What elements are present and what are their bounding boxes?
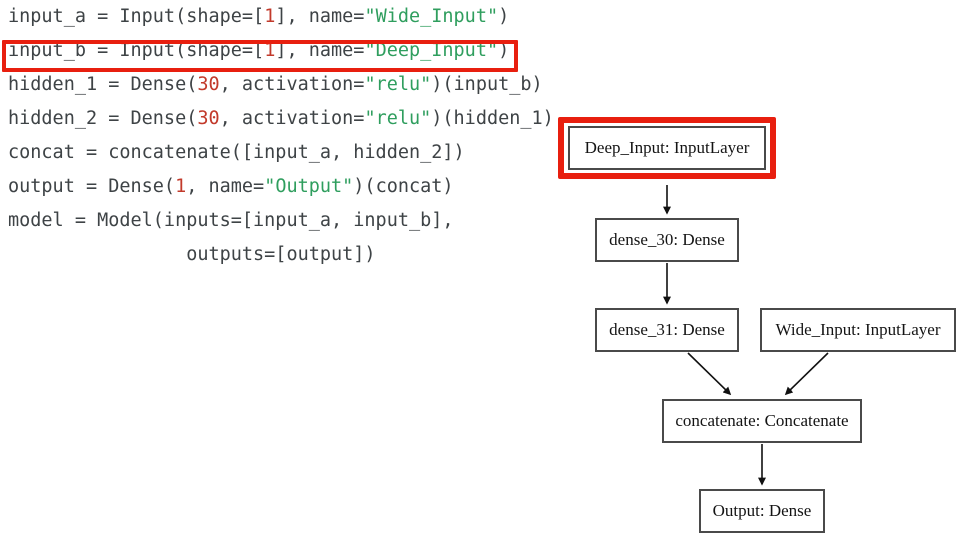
code-token: 30 [197, 74, 220, 95]
code-token: output = Dense( [8, 176, 176, 197]
code-token: , activation= [219, 74, 365, 95]
graph-node-output[interactable]: Output: Dense [699, 489, 825, 533]
code-line-7: outputs=[output]) [8, 238, 376, 272]
code-token: , activation= [219, 108, 365, 129]
code-line-5: output = Dense(1, name="Output")(concat) [8, 170, 454, 204]
code-token: "Output" [264, 176, 354, 197]
code-token: 30 [197, 108, 220, 129]
code-token: , name= [186, 176, 265, 197]
code-token: hidden_1 = Dense( [8, 74, 198, 95]
code-token: "Deep_Input" [364, 40, 499, 61]
code-token: ) [498, 40, 510, 61]
graph-node-dense-30[interactable]: dense_30: Dense [595, 218, 739, 262]
code-token: ) [498, 6, 510, 27]
edge-dense31-to-concatenate [687, 352, 732, 396]
graph-node-wide-input[interactable]: Wide_Input: InputLayer [760, 308, 956, 352]
code-token: concat = concatenate([input_a, hidden_2]… [8, 142, 465, 163]
code-token: 1 [264, 40, 276, 61]
code-line-6: model = Model(inputs=[input_a, input_b], [8, 204, 454, 238]
graph-node-deep-input[interactable]: Deep_Input: InputLayer [568, 126, 766, 170]
code-token: model = Model(inputs=[input_a, input_b], [8, 210, 454, 231]
edge-wide-input-to-concatenate [784, 352, 829, 396]
code-line-2: hidden_1 = Dense(30, activation="relu")(… [8, 68, 543, 102]
graph-node-concatenate[interactable]: concatenate: Concatenate [662, 399, 862, 443]
code-token: "Wide_Input" [364, 6, 499, 27]
code-token: 1 [175, 176, 187, 197]
graph-edges-svg [663, 185, 829, 486]
code-line-3: hidden_2 = Dense(30, activation="relu")(… [8, 102, 554, 136]
model-graph-panel: Deep_Input: InputLayer dense_30: Dense d… [540, 100, 960, 540]
code-line-4: concat = concatenate([input_a, hidden_2]… [8, 136, 465, 170]
code-token: ], name= [275, 6, 365, 27]
code-line-0: input_a = Input(shape=[1], name="Wide_In… [8, 0, 509, 34]
code-panel: input_a = Input(shape=[1], name="Wide_In… [0, 0, 560, 300]
code-token: 1 [264, 6, 276, 27]
graph-highlight-box [558, 117, 776, 179]
code-token: hidden_2 = Dense( [8, 108, 198, 129]
code-token: input_a = Input(shape=[ [8, 6, 265, 27]
code-token: input_b = Input(shape=[ [8, 40, 265, 61]
code-token: ], name= [275, 40, 365, 61]
code-highlight-box [2, 40, 518, 72]
graph-node-dense-31[interactable]: dense_31: Dense [595, 308, 739, 352]
code-token: "relu" [364, 108, 432, 129]
code-token: )(hidden_1) [431, 108, 554, 129]
code-token: "relu" [364, 74, 432, 95]
code-token: )(input_b) [431, 74, 543, 95]
code-line-1: input_b = Input(shape=[1], name="Deep_In… [8, 34, 509, 68]
code-token: )(concat) [353, 176, 454, 197]
code-token: outputs=[output]) [8, 244, 376, 265]
